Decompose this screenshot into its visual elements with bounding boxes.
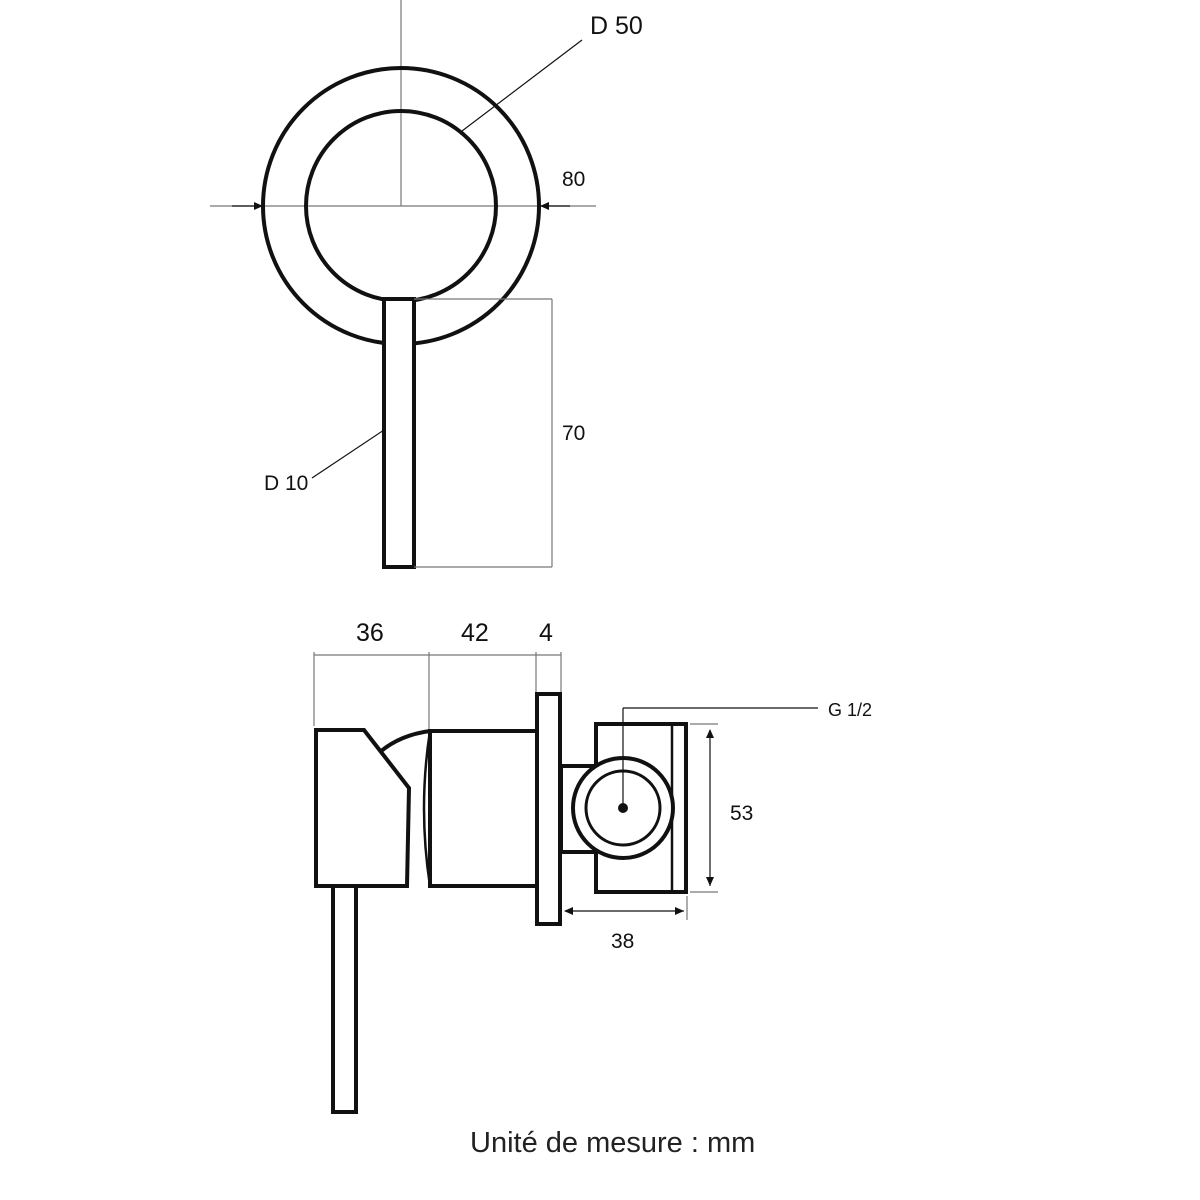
inner-diameter-leader [461,39,583,132]
thread-label: G 1/2 [828,700,872,720]
lever-side [331,884,358,1114]
handle-length-label: 36 [356,619,384,647]
handle-neck [378,729,431,754]
handle-head [314,728,412,888]
body-left-curve [422,730,432,887]
outer-diameter-label: 80 [562,168,585,191]
valve-height-label: 53 [730,802,753,825]
lever-diameter-label: D 10 [264,472,308,495]
body-length-label: 42 [461,619,489,647]
valve-depth-label: 38 [611,930,634,953]
inner-diameter-label: D 50 [590,12,643,40]
inlet-center-dot [618,803,628,813]
lever-diameter-leader [311,429,385,479]
lever-front [382,297,416,569]
plate-thickness-label: 4 [539,619,553,647]
wall-plate [535,692,562,926]
unit-note: Unité de mesure : mm [470,1127,755,1159]
body-cylinder [428,729,539,888]
lever-length-label: 70 [562,422,585,445]
side-view: 36 42 4 G 1/2 53 [313,619,872,1114]
front-view: 80 D 50 70 D 10 [210,0,643,569]
